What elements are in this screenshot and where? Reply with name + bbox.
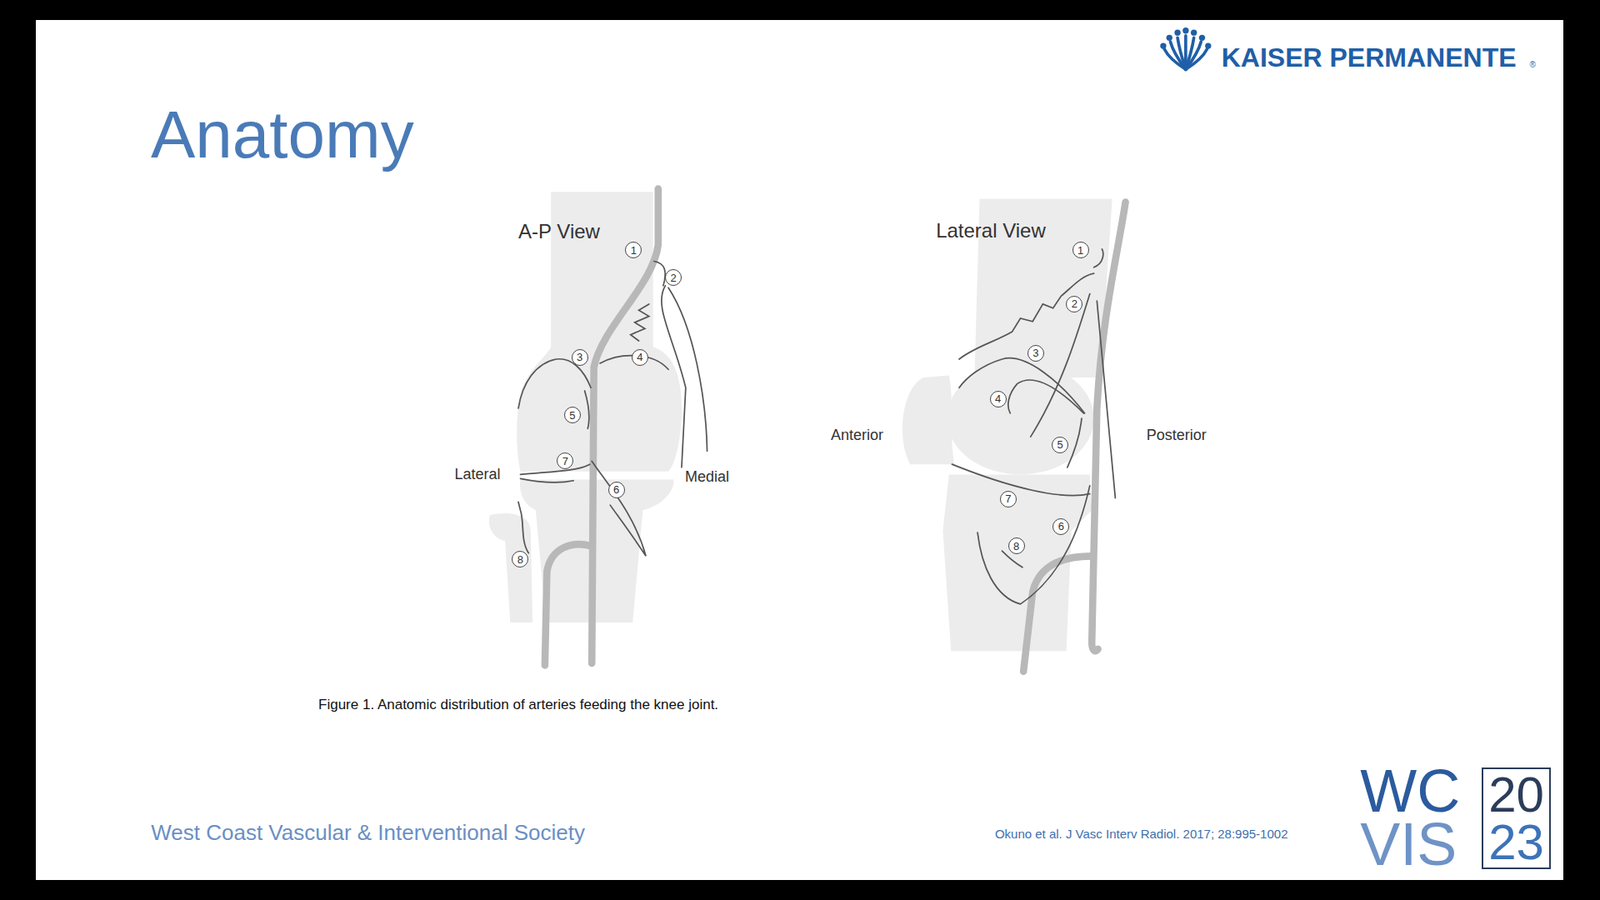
- anterior-tibial-artery: [1023, 555, 1092, 671]
- logo-letters: VIS: [1360, 820, 1457, 870]
- ap-main-vessels: [545, 189, 659, 666]
- fibula: [489, 513, 533, 623]
- artery-branch: [630, 304, 650, 341]
- patella: [902, 375, 955, 465]
- artery-branch: [654, 260, 665, 285]
- callout-number: 6: [1058, 520, 1065, 532]
- artery-branch: [1067, 418, 1082, 468]
- logo-icon: [1164, 35, 1207, 70]
- logo-head: [1205, 42, 1211, 49]
- tibia: [942, 474, 1092, 651]
- anterior-tibial-artery: [545, 544, 591, 665]
- illustration: [489, 27, 1212, 672]
- registered-mark: ®: [1530, 60, 1536, 70]
- direction-label: Anterior: [830, 427, 884, 443]
- artery-branch: [1008, 380, 1085, 414]
- logo-head: [1190, 30, 1197, 36]
- artery-branch: [951, 464, 1090, 495]
- logo-letters: WC: [1360, 767, 1460, 816]
- artery-branch: [1094, 249, 1104, 268]
- view-title: A-P View: [518, 221, 600, 242]
- femoral-condyle: [946, 362, 1094, 475]
- slide-title: Anatomy: [150, 101, 415, 169]
- ap-genicular-arteries: [518, 260, 708, 556]
- callout-circle: 2: [1065, 295, 1083, 313]
- lateral-bones: [902, 199, 1113, 651]
- callout-circle: 7: [556, 452, 574, 470]
- callout-circle: 7: [1000, 490, 1017, 508]
- callout-number: 5: [569, 410, 575, 421]
- slide-background: [35, 20, 1564, 880]
- logo-year: 20: [1488, 770, 1545, 819]
- citation: Okuno et al. J Vasc Interv Radiol. 2017;…: [995, 827, 1289, 840]
- society-name: West Coast Vascular & Interventional Soc…: [150, 821, 585, 844]
- artery-branch: [959, 273, 1095, 360]
- popliteal-artery: [1091, 201, 1125, 651]
- artery-branch: [1030, 294, 1090, 437]
- logo-wordmark: KAISER PERMANENTE: [1221, 44, 1517, 71]
- callout-number: 1: [1077, 245, 1084, 256]
- view-title: Lateral View: [935, 220, 1046, 241]
- callout-number: 2: [1071, 298, 1078, 310]
- callout-number: 7: [562, 455, 569, 467]
- callout-circle: 3: [571, 349, 589, 366]
- artery-branch: [1096, 300, 1115, 498]
- callout-circle: 1: [1072, 241, 1090, 259]
- callout-number: 4: [995, 393, 1001, 405]
- callout-circle: 4: [990, 390, 1007, 408]
- artery-branch: [518, 501, 529, 553]
- logo-head: [1199, 35, 1205, 41]
- lateral-genicular-arteries: [951, 249, 1115, 605]
- logo-head: [1182, 27, 1189, 34]
- callout-circle: 8: [511, 550, 529, 568]
- artery-branch: [585, 390, 590, 429]
- artery-branch: [959, 358, 1085, 414]
- callout-number: 4: [636, 351, 643, 363]
- callout-number: 7: [1005, 493, 1011, 505]
- artery-branch: [668, 287, 708, 451]
- callout-number: 6: [613, 484, 620, 495]
- callout-number: 2: [670, 272, 677, 284]
- callout-circle: 5: [564, 406, 581, 424]
- logo-head: [1166, 35, 1173, 41]
- logo-heads: [1160, 27, 1211, 50]
- callout-circle: 6: [608, 481, 625, 499]
- callout-number: 8: [1013, 540, 1020, 552]
- callout-circle: 6: [1052, 518, 1070, 535]
- callout-circle: 4: [631, 349, 649, 366]
- direction-label: Medial: [685, 469, 730, 485]
- artery-branch: [520, 464, 590, 483]
- callout-circle: 5: [1051, 436, 1069, 454]
- direction-label: Lateral: [455, 466, 501, 482]
- artery-branch: [977, 485, 1090, 605]
- callout-circle: 3: [1027, 345, 1045, 362]
- logo-ray: [1185, 49, 1208, 70]
- callout-number: 8: [517, 554, 524, 565]
- callout-number: 3: [1032, 347, 1039, 359]
- logo-head: [1160, 42, 1166, 49]
- callout-number: 5: [1057, 439, 1064, 450]
- figure-caption: Figure 1. Anatomic distribution of arter…: [318, 696, 719, 711]
- direction-label: Posterior: [1146, 427, 1207, 443]
- callout-circle: 1: [625, 241, 642, 259]
- artery-branch: [591, 460, 646, 556]
- logo-head: [1174, 30, 1180, 36]
- callout-number: 1: [630, 245, 637, 256]
- callout-circle: 2: [665, 269, 682, 286]
- logo-year-box: 2023: [1481, 767, 1551, 870]
- popliteal-artery: [591, 189, 659, 664]
- logo-year: 23: [1488, 818, 1545, 866]
- lateral-main-vessels: [1023, 201, 1125, 671]
- callout-number: 3: [576, 351, 583, 363]
- artery-branch: [518, 359, 591, 409]
- callout-circle: 8: [1008, 537, 1025, 555]
